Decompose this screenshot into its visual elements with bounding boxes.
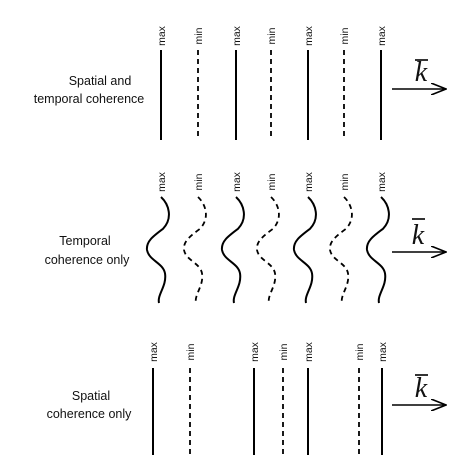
wavefront-min-line xyxy=(329,196,353,304)
wavefront-max-line xyxy=(145,196,170,304)
wavefront-min-label: min xyxy=(193,27,205,44)
wavefront-min-line xyxy=(183,196,207,304)
panel-label-line-2: coherence only xyxy=(47,407,133,421)
wavefront-max-label: max xyxy=(156,171,168,192)
wavefront-max-label: max xyxy=(156,25,168,46)
wavefront-min-label: min xyxy=(266,27,278,44)
wavefront-group: max min max min max min max xyxy=(145,171,390,304)
panel-label-line-1: Spatial xyxy=(72,389,110,403)
panel-label-line-1: Spatial and xyxy=(69,74,132,88)
wavefront-max-label: max xyxy=(303,341,315,362)
wavefront-max-line xyxy=(365,196,390,304)
wavefront-min-label: min xyxy=(354,343,366,360)
wavefront-max-label: max xyxy=(231,25,243,46)
wavefront-max-label: max xyxy=(303,171,315,192)
wavefront-max-label: max xyxy=(249,341,261,362)
wavefront-min-label: min xyxy=(339,27,351,44)
wavefront-max-label: max xyxy=(231,171,243,192)
wavefront-group: max min max min max min max xyxy=(156,25,388,140)
wavefront-max-label: max xyxy=(377,341,389,362)
wavefront-min-label: min xyxy=(278,343,290,360)
wavefront-max-label: max xyxy=(303,25,315,46)
wave-vector-symbol: k xyxy=(415,373,428,404)
panel-label-line-2: temporal coherence xyxy=(34,92,145,106)
wavefront-min-label: min xyxy=(339,173,351,190)
wavefront-max-label: max xyxy=(376,171,388,192)
wavefront-max-line xyxy=(220,196,245,304)
wavefront-min-label: min xyxy=(193,173,205,190)
wavefront-min-label: min xyxy=(266,173,278,190)
wave-vector-symbol: k xyxy=(415,57,428,88)
wavefront-min-line xyxy=(256,196,280,304)
wavefront-max-label: max xyxy=(376,25,388,46)
panel-label-line-1: Temporal xyxy=(59,234,110,248)
wavefront-max-label: max xyxy=(148,341,160,362)
wavefront-max-line xyxy=(292,196,317,304)
wavefront-min-label: min xyxy=(185,343,197,360)
wave-vector-symbol: k xyxy=(412,220,425,251)
panel-label-line-2: coherence only xyxy=(45,253,131,267)
